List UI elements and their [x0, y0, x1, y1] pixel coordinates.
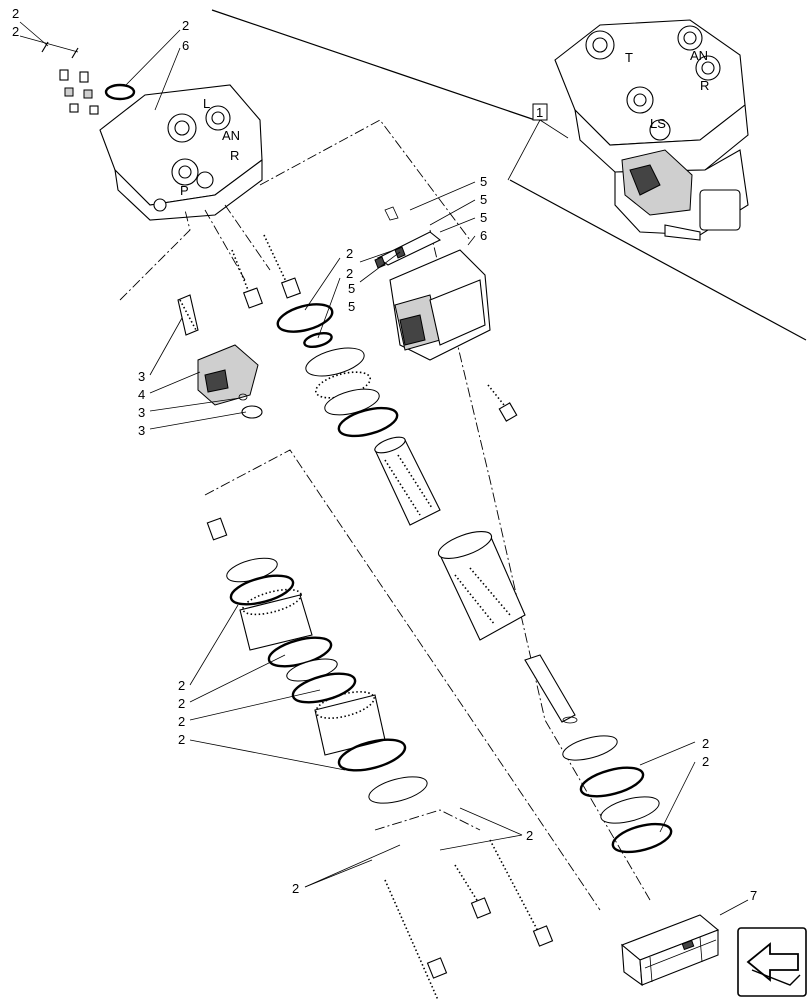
- callout-2: 2: [178, 714, 185, 729]
- centerline: [259, 119, 471, 241]
- callout-2: 2: [702, 754, 709, 769]
- callout-2: 2: [12, 24, 19, 39]
- callout-2: 2: [178, 732, 185, 747]
- crate-icon: [620, 914, 720, 987]
- drive-shaft: [524, 654, 578, 724]
- callout-5: 5: [348, 299, 355, 314]
- callout-6: 6: [480, 228, 487, 243]
- callout-3: 3: [138, 369, 145, 384]
- callout-5: 5: [480, 210, 487, 225]
- callout-4: 4: [138, 387, 145, 402]
- callout-1: 1: [536, 105, 543, 120]
- relief-valve-bolt: [487, 384, 518, 422]
- callout-7: 7: [750, 888, 757, 903]
- centerline: [224, 204, 271, 271]
- callout-2: 2: [346, 266, 353, 281]
- port-label: L: [203, 96, 210, 111]
- callout-2: 2: [346, 246, 353, 261]
- inset-boundary-line: [211, 9, 536, 121]
- port-label: AN: [690, 48, 708, 63]
- check-valve-parts: [177, 294, 263, 419]
- relief-valve-block: [374, 206, 491, 361]
- port-label: AN: [222, 128, 240, 143]
- callout-labels: 2 2 2 6 5 5 5 6 2 2 5 5 3 4 3 3 2 2 2 2 …: [12, 6, 757, 903]
- callout-5: 5: [480, 174, 487, 189]
- port-label: R: [700, 78, 709, 93]
- callout-6: 6: [182, 38, 189, 53]
- steering-housing-exploded: L R P AN: [99, 84, 263, 221]
- callout-5: 5: [348, 281, 355, 296]
- port-label: T: [625, 50, 633, 65]
- centerline: [204, 449, 601, 911]
- callout-2: 2: [178, 696, 185, 711]
- center-ring-stack: [276, 303, 399, 438]
- leader-lines: [19, 21, 749, 916]
- centerline: [374, 809, 481, 831]
- callout-2: 2: [12, 6, 19, 21]
- callout-3: 3: [138, 405, 145, 420]
- lower-gerotor-stack: [206, 517, 428, 804]
- port-label: R: [230, 148, 239, 163]
- lower-right-stack: [562, 735, 673, 854]
- port-label: P: [180, 183, 189, 198]
- assembled-steering-unit: T R AN LS: [554, 19, 749, 241]
- callout-2: 2: [292, 881, 299, 896]
- spool-and-sleeve: [374, 436, 526, 641]
- centerline: [119, 209, 191, 301]
- callout-2: 2: [178, 678, 185, 693]
- callout-2: 2: [526, 828, 533, 843]
- nav-arrow-icon[interactable]: [737, 927, 807, 997]
- inset-boundary-line-lower: [509, 179, 807, 341]
- housing-bolts: [231, 234, 302, 309]
- port-label: LS: [650, 116, 666, 131]
- bottom-bolts: [384, 839, 554, 1001]
- callout-2: 2: [702, 736, 709, 751]
- callout-5: 5: [480, 192, 487, 207]
- callout-3: 3: [138, 423, 145, 438]
- plug-screws: [41, 41, 136, 115]
- callout-2: 2: [182, 18, 189, 33]
- centerline: [204, 209, 246, 281]
